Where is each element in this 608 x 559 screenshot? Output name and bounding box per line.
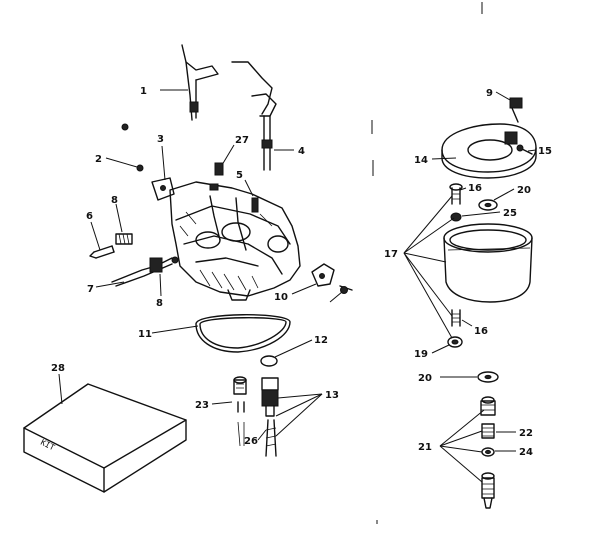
spring-8-upper <box>115 233 133 245</box>
idle-needle <box>89 245 115 259</box>
washer-24 <box>481 447 495 457</box>
leader-21c <box>439 445 483 453</box>
gasket-kit-box <box>23 383 187 493</box>
callout-3: 3 <box>157 134 164 145</box>
callout-6: 6 <box>86 211 93 222</box>
needle-valve-13 <box>261 377 279 457</box>
leader-21d <box>439 445 483 483</box>
leader-14 <box>431 157 457 160</box>
screw-2 <box>136 164 144 172</box>
throttle-shaft <box>181 44 219 121</box>
main-needle <box>111 256 179 287</box>
callout-16a: 16 <box>468 183 482 194</box>
leader-10 <box>291 283 317 295</box>
callout-25: 25 <box>503 208 517 219</box>
choke-shaft <box>231 61 277 171</box>
leader-28 <box>58 373 63 405</box>
leader-2b <box>329 291 343 303</box>
leader-11 <box>151 325 199 334</box>
choke-plate <box>151 177 175 201</box>
leader-21a <box>439 409 485 447</box>
leader-25 <box>461 211 501 217</box>
leader-13c <box>275 393 323 437</box>
callout-26: 26 <box>244 436 258 447</box>
callout-5: 5 <box>236 170 243 181</box>
leader-13b <box>275 393 323 417</box>
leader-2a <box>105 157 138 168</box>
leader-8b <box>159 273 162 297</box>
callout-9: 9 <box>486 88 493 99</box>
callout-24: 24 <box>519 447 533 458</box>
callout-20b: 20 <box>418 373 432 384</box>
spring-22 <box>481 423 495 439</box>
callout-13: 13 <box>325 390 339 401</box>
washer-20-lower <box>477 371 499 383</box>
float-bowl <box>443 223 533 303</box>
leader-26 <box>257 429 267 441</box>
seat-12 <box>260 355 278 367</box>
leader-20a <box>493 188 515 201</box>
screw-2b <box>339 285 353 294</box>
callout-11: 11 <box>138 329 152 340</box>
callout-8a: 8 <box>111 195 118 206</box>
callout-28: 28 <box>51 363 65 374</box>
plug <box>121 123 129 131</box>
leader-13a <box>277 393 323 399</box>
jet-23 <box>233 376 247 447</box>
leader-19 <box>431 344 450 354</box>
leader-5 <box>244 179 254 197</box>
leader-17c <box>403 252 447 263</box>
part-27 <box>214 162 224 176</box>
callout-2a: 2 <box>95 154 102 165</box>
callout-4: 4 <box>298 146 305 157</box>
callout-15: 15 <box>538 146 552 157</box>
leader-3 <box>161 145 166 181</box>
callout-8b: 8 <box>156 298 163 309</box>
leader-17d <box>403 252 453 317</box>
callout-1: 1 <box>140 86 147 97</box>
leader-16b <box>461 319 473 327</box>
screw-15 <box>516 144 533 155</box>
leader-21b <box>439 430 483 447</box>
callout-17: 17 <box>384 249 398 260</box>
bowl-nut-upper <box>480 396 496 416</box>
bowl-nut-lower <box>481 472 495 509</box>
leader-27 <box>221 144 235 166</box>
leader-17e <box>403 252 453 339</box>
callout-27: 27 <box>235 135 249 146</box>
callout-7: 7 <box>87 284 94 295</box>
callout-12: 12 <box>314 335 328 346</box>
leader-23 <box>211 401 233 405</box>
cover-plate <box>441 123 537 179</box>
leader-6 <box>90 221 101 251</box>
callout-16b: 16 <box>474 326 488 337</box>
callout-23: 23 <box>195 400 209 411</box>
spring-25 <box>450 212 462 222</box>
callout-14: 14 <box>414 155 428 166</box>
callout-21: 21 <box>418 442 432 453</box>
leader-15 <box>527 149 537 152</box>
carburetor-body <box>169 181 301 301</box>
leader-17a <box>403 195 453 254</box>
clip-9 <box>509 97 523 123</box>
screw-16-upper <box>449 183 463 205</box>
screw-16-lower <box>451 309 461 327</box>
leader-16a <box>459 187 467 191</box>
callout-10: 10 <box>274 292 288 303</box>
callout-19: 19 <box>414 349 428 360</box>
kit-box-text: KIT <box>39 438 56 453</box>
nut-19 <box>447 336 463 348</box>
throttle-plate <box>311 263 335 287</box>
leader-17b <box>403 217 455 254</box>
callout-20a: 20 <box>517 185 531 196</box>
washer-20-upper <box>478 199 498 211</box>
callout-22: 22 <box>519 428 533 439</box>
leader-8a <box>115 203 123 233</box>
leader-12 <box>274 339 313 358</box>
leader-7 <box>95 281 125 288</box>
gasket-ring-inner <box>199 317 287 349</box>
leader-9 <box>495 91 511 101</box>
gasket-ring <box>195 314 291 353</box>
